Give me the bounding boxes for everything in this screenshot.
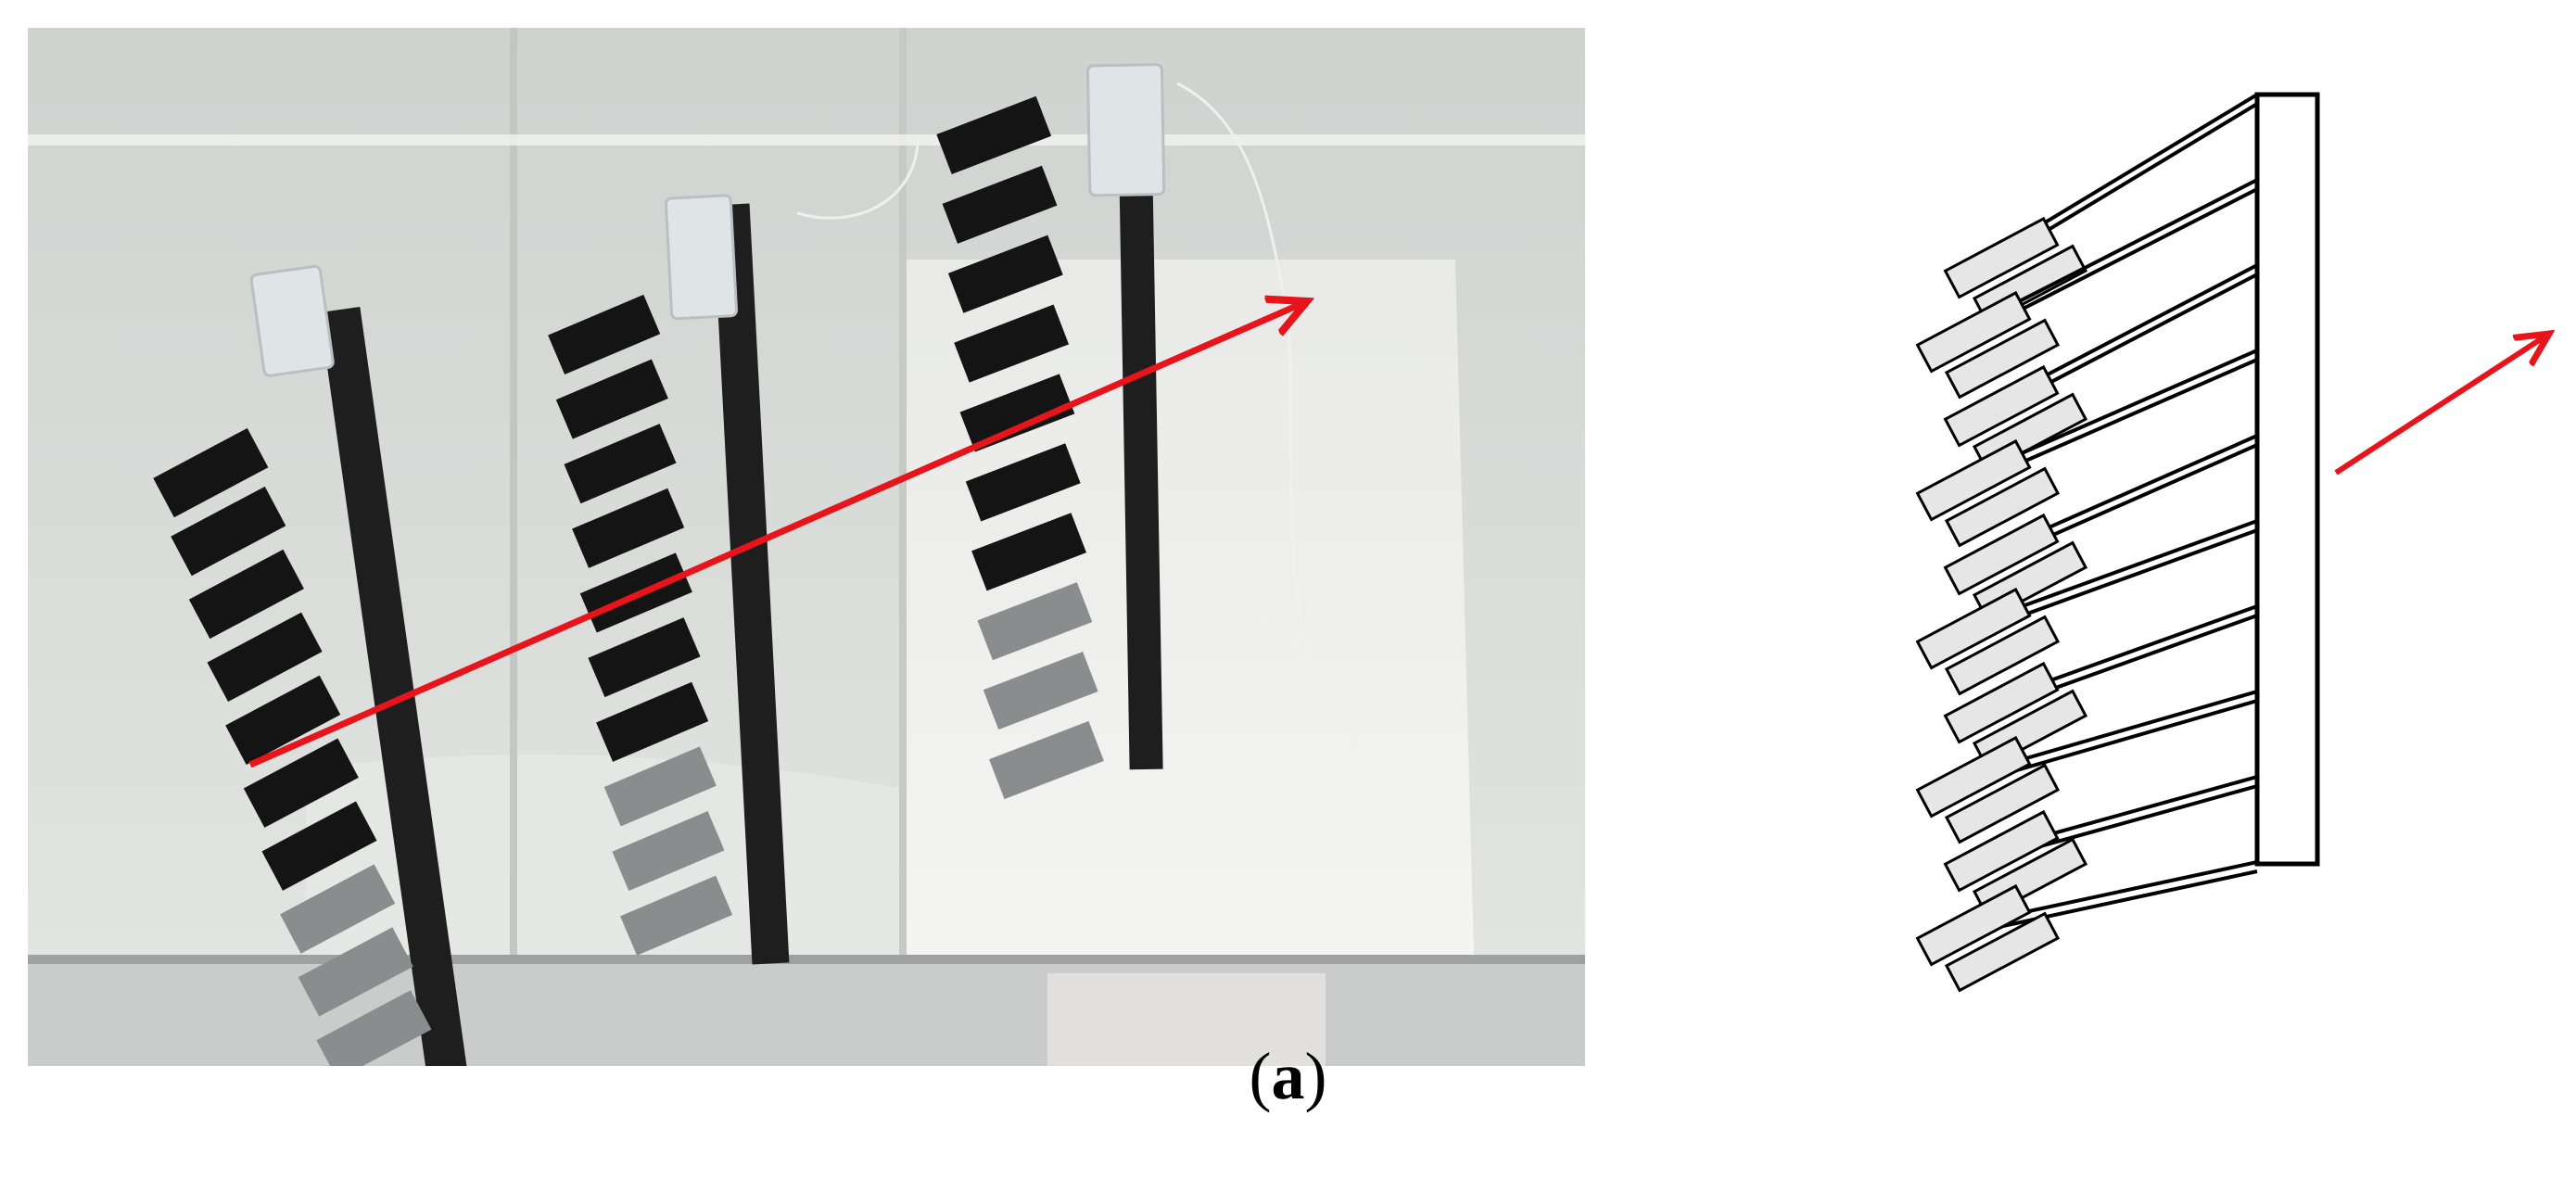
figure-caption: (a) [0, 1043, 2576, 1110]
caption-label: a [1271, 1039, 1305, 1113]
fin-plate [1943, 661, 2060, 744]
fin-plate [1915, 883, 2032, 967]
fin-plate [1915, 290, 2032, 374]
tank-background [28, 28, 1585, 1066]
fin-plate [1943, 809, 2060, 893]
robot-frame-3 [936, 63, 1166, 800]
fin-plate [1915, 438, 2032, 522]
fin-plate [1944, 763, 2061, 844]
fin-plate [1915, 587, 2032, 670]
caption-close: ) [1304, 1039, 1327, 1113]
experiment-photo [28, 28, 1585, 1066]
fin-plate [1943, 513, 2060, 596]
fin-array [1915, 93, 2259, 993]
robot-frame-1 [153, 264, 469, 1066]
robot-frame-2 [548, 194, 790, 965]
fin-plate [1944, 911, 2061, 993]
robot-body [2254, 92, 2320, 867]
fin-plate [1943, 364, 2060, 448]
caption-open: ( [1249, 1039, 1272, 1113]
motion-arrow [2334, 334, 2549, 476]
robot-schematic [1915, 92, 2568, 993]
fin-plate [1944, 615, 2061, 696]
fin-plate [1944, 318, 2061, 400]
fin-plate [1944, 466, 2061, 548]
fin-plate [1915, 735, 2032, 818]
trajectory-arrow [248, 301, 1307, 768]
fin-plate [1943, 216, 2060, 299]
tether-cables [796, 82, 1364, 753]
